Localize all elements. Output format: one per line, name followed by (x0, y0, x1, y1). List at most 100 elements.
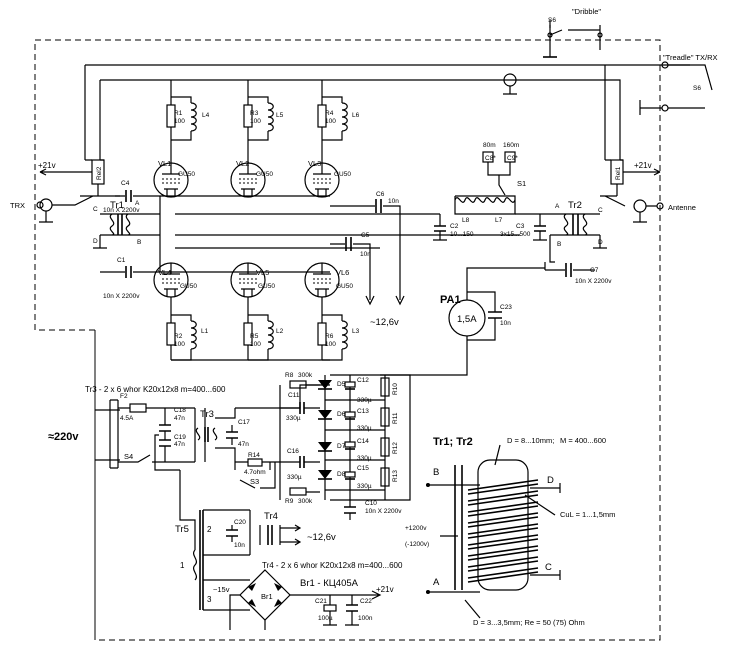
svg-text:A: A (555, 203, 560, 210)
v21-bottom-label: +21v (376, 585, 394, 594)
svg-text:C3: C3 (516, 223, 525, 230)
svg-text:C11: C11 (288, 392, 300, 399)
svg-text:300k: 300k (298, 498, 313, 505)
tube-vl1 (153, 162, 189, 198)
diode-7 (318, 442, 332, 451)
svg-text:100µ: 100µ (318, 615, 333, 622)
svg-text:330µ: 330µ (287, 474, 302, 481)
cap-c14 (344, 441, 356, 448)
coax-spec: D = 3...3,5mm; Re = 50 (75) Ohm (473, 618, 585, 627)
s6-right-label: S6 (693, 85, 701, 92)
v21-right-label: +21v (634, 161, 652, 170)
tr5-label: Tr5 (175, 524, 189, 535)
tube-vl5 (230, 262, 266, 298)
trx-connector[interactable] (36, 201, 44, 209)
winding-turn (467, 523, 539, 539)
svg-text:80m: 80m (483, 142, 496, 149)
winding-turn (467, 534, 539, 550)
svg-text:~15v: ~15v (213, 585, 230, 594)
tr1-label: Tr1 (110, 200, 124, 211)
tr3-note: Tr3 - 2 x 6 whor K20x12x8 m=400...600 (85, 385, 226, 394)
svg-text:C22: C22 (360, 598, 372, 605)
svg-text:C16: C16 (287, 448, 299, 455)
svg-text:C5: C5 (361, 232, 370, 239)
svg-text:C: C (545, 562, 552, 573)
svg-text:D: D (547, 475, 554, 486)
cap-c13 (344, 411, 356, 418)
svg-text:100n: 100n (358, 615, 373, 622)
s6-top-label: S6 (548, 17, 556, 24)
winding-turn (467, 556, 539, 572)
svg-text:C8*: C8* (485, 155, 496, 162)
svg-text:10n X 2200v: 10n X 2200v (365, 508, 402, 515)
rl-6-inductor (341, 320, 348, 350)
rl-3-resistor (243, 104, 253, 128)
cap-c12 (344, 381, 356, 388)
svg-text:47n: 47n (174, 441, 185, 448)
svg-text:C6: C6 (376, 191, 385, 198)
diode-8 (318, 470, 332, 479)
svg-text:(-1200v): (-1200v) (405, 541, 429, 548)
winding-turn (467, 490, 539, 506)
rl-4-inductor (341, 102, 348, 132)
tr4-label: Tr4 (264, 511, 278, 522)
svg-text:R9: R9 (285, 498, 294, 505)
v21-left-label: +21v (38, 161, 56, 170)
svg-text:L7: L7 (495, 217, 503, 224)
svg-text:3x15...500: 3x15...500 (500, 231, 531, 238)
rl-3-inductor (267, 102, 274, 132)
svg-text:10...150: 10...150 (450, 231, 474, 238)
rl-1-inductor (190, 102, 197, 132)
svg-text:4.5A: 4.5A (120, 415, 134, 422)
diode-5 (318, 380, 332, 389)
winding-turn (467, 545, 539, 561)
enclosure-border (34, 39, 661, 641)
dribble-label: "Dribble" (572, 7, 601, 16)
svg-text:M = 400...600: M = 400...600 (560, 436, 606, 445)
cap-c15 (344, 471, 356, 478)
s1-label: S1 (517, 179, 526, 188)
svg-text:+1200v: +1200v (405, 525, 427, 532)
meter-range: 1,5A (457, 314, 477, 325)
svg-text:1: 1 (180, 561, 185, 570)
diode-6 (318, 410, 332, 419)
rl-6-resistor (317, 322, 327, 346)
svg-text:CuL = 1...1,5mm: CuL = 1...1,5mm (560, 510, 615, 519)
rl-5-inductor (267, 320, 274, 350)
svg-text:S3: S3 (250, 477, 259, 486)
pa1-label: PA1 (440, 294, 461, 306)
rl-1-resistor (166, 104, 176, 128)
winding-turn (467, 479, 539, 495)
tr2-label: Tr2 (568, 200, 582, 211)
tube-vl4 (153, 262, 189, 298)
rl-4-resistor (317, 104, 327, 128)
svg-text:B: B (433, 467, 439, 478)
svg-text:10n: 10n (234, 542, 245, 549)
svg-text:160m: 160m (503, 142, 519, 149)
winding-turn (467, 567, 539, 583)
tr3-label: Tr3 (200, 409, 214, 420)
svg-text:C4: C4 (121, 180, 130, 187)
tube-vl2 (230, 162, 266, 198)
svg-text:47n: 47n (174, 415, 185, 422)
svg-text:C: C (93, 206, 98, 213)
svg-text:C: C (598, 207, 603, 214)
svg-text:10n X 2200v: 10n X 2200v (103, 293, 140, 300)
heater-12v-label: ~12,6v (370, 317, 399, 328)
winding-turn (467, 501, 539, 517)
mains-label: ≈220v (48, 431, 79, 443)
svg-text:C18: C18 (174, 407, 186, 414)
svg-text:C1: C1 (117, 257, 126, 264)
svg-text:C10: C10 (365, 500, 377, 507)
svg-text:A: A (135, 200, 140, 207)
svg-text:2: 2 (207, 525, 212, 534)
trx-label: TRX (10, 201, 25, 210)
svg-text:C7: C7 (590, 267, 599, 274)
tr4-note: Tr4 - 2 x 6 whor K20x12x8 m=400...600 (262, 561, 403, 570)
svg-text:C23: C23 (500, 304, 512, 311)
svg-text:10n: 10n (500, 320, 511, 327)
svg-text:Rel2: Rel2 (96, 166, 103, 180)
svg-text:47n: 47n (238, 441, 249, 448)
winding-turn (467, 512, 539, 528)
